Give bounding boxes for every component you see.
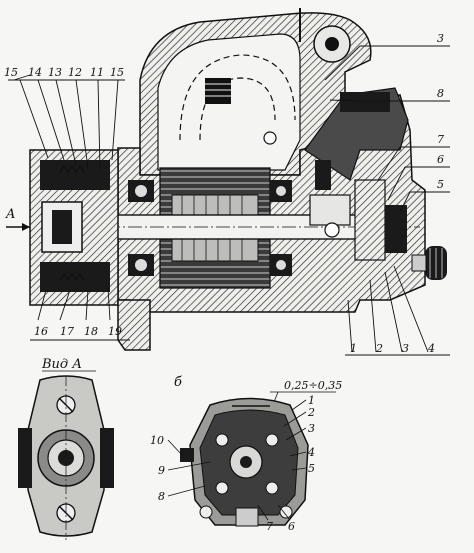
left-coupling [29, 149, 119, 306]
view-b: б 0,25÷0,35 1 2 3 4 5 10 [150, 375, 342, 533]
callout-14: 14 [28, 66, 42, 79]
callout-17: 17 [60, 325, 74, 338]
b-callout-2: 2 [307, 406, 315, 419]
callout-11: 11 [90, 66, 104, 79]
callout-3: 3 [437, 32, 444, 45]
b-callout-4: 4 [307, 446, 315, 459]
b-callout-6: 6 [288, 520, 295, 533]
gear-arc-2 [199, 77, 276, 141]
b-callout-10: 10 [150, 434, 164, 447]
callout-19: 19 [108, 325, 122, 338]
b-callout-1: 1 [308, 394, 315, 407]
callout-13: 13 [48, 66, 62, 79]
main-section-view: A 15 14 13 12 11 15 3 8 7 6 5 [4, 8, 450, 356]
b-callout-5: 5 [308, 462, 315, 475]
gap-dimension: 0,25÷0,35 [284, 379, 342, 392]
callout-7: 7 [437, 133, 444, 146]
view-a-caption: Вид А [41, 357, 82, 372]
arrow-label-a: A [5, 207, 15, 222]
callout-18: 18 [84, 325, 98, 338]
b-callout-9: 9 [158, 464, 165, 477]
callout-6: 6 [437, 153, 444, 166]
square-shaft [205, 78, 231, 104]
callout-16: 16 [34, 325, 48, 338]
callout-15a: 15 [4, 66, 18, 79]
callout-15b: 15 [110, 66, 124, 79]
callout-2: 2 [375, 342, 383, 355]
view-b-letter: б [174, 375, 182, 390]
view-a: Вид А [18, 357, 114, 540]
callout-1: 1 [350, 342, 357, 355]
callout-12: 12 [68, 66, 82, 79]
callout-8: 8 [437, 87, 444, 100]
b-callout-7: 7 [266, 520, 273, 533]
callout-5: 5 [437, 178, 444, 191]
b-callout-8: 8 [158, 490, 165, 503]
callout-3b: 3 [402, 342, 409, 355]
callout-4: 4 [427, 342, 435, 355]
gear-arc [179, 54, 296, 141]
right-mechanism [304, 87, 409, 261]
b-callout-3: 3 [308, 422, 315, 435]
mounting-foot [117, 299, 151, 351]
